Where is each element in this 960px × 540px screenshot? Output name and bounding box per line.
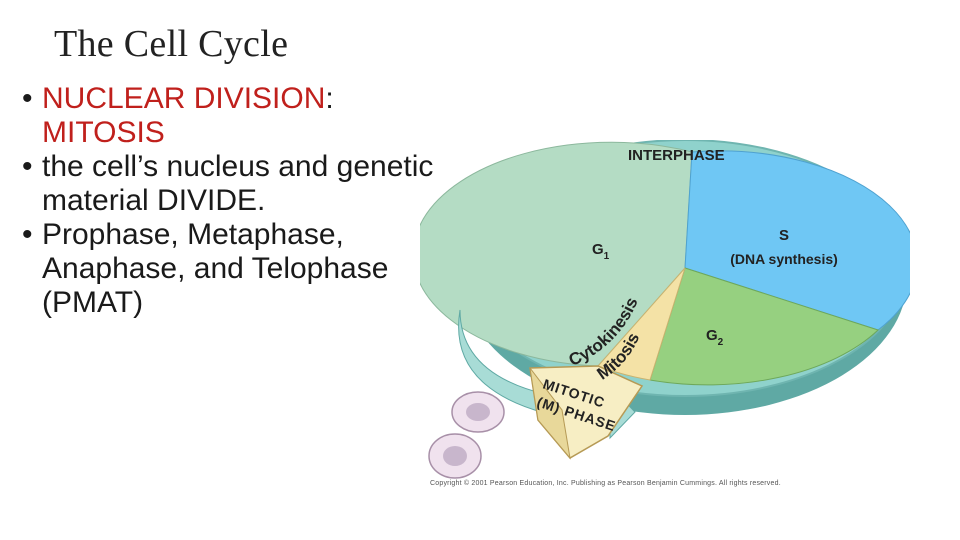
sector-g2 [649,267,879,386]
bullet-pmat: • Prophase, Metaphase, Anaphase, and Tel… [22,218,462,320]
label-g2: G2 [706,327,724,348]
label-s: S [779,227,789,244]
label-s-detail: (DNA synthesis) [730,251,838,267]
bullet-text: the cell’s nucleus and genetic material … [42,150,434,217]
bullet-colon: : [325,82,334,115]
bullet-nucleus-divide: • the cell’s nucleus and genetic materia… [22,150,462,218]
sector-g1 [420,141,693,367]
label-g1-letter: G [592,241,604,258]
bullet-heading: NUCLEAR DIVISION [42,82,326,115]
slide-title: The Cell Cycle [54,23,289,65]
label-g1-sub: 1 [604,251,610,262]
label-interphase: INTERPHASE [628,147,725,164]
bullet-glyph: • [22,218,33,251]
label-g2-sub: 2 [718,337,724,348]
copyright-notice: Copyright © 2001 Pearson Education, Inc.… [430,480,781,487]
bullet-glyph: • [22,150,33,183]
label-g1: G1 [592,241,610,262]
bullet-glyph: • [22,82,33,115]
bullet-list: • NUCLEAR DIVISION: MITOSIS • the cell’s… [22,82,462,320]
cell-cycle-diagram: INTERPHASE G1 S (DNA synthesis) G2 Mitos… [420,140,910,479]
cell-nucleus-upper [466,403,490,421]
cell-nucleus-lower [443,446,467,466]
sector-s [684,150,910,331]
bullet-text: Prophase, Metaphase, Anaphase, and Telop… [42,218,389,319]
bullet-mitosis-term: MITOSIS [42,116,165,149]
label-g2-letter: G [706,327,718,344]
bullet-nuclear-division: • NUCLEAR DIVISION: MITOSIS [22,82,462,150]
mitotic-wedge-side [529,367,571,460]
